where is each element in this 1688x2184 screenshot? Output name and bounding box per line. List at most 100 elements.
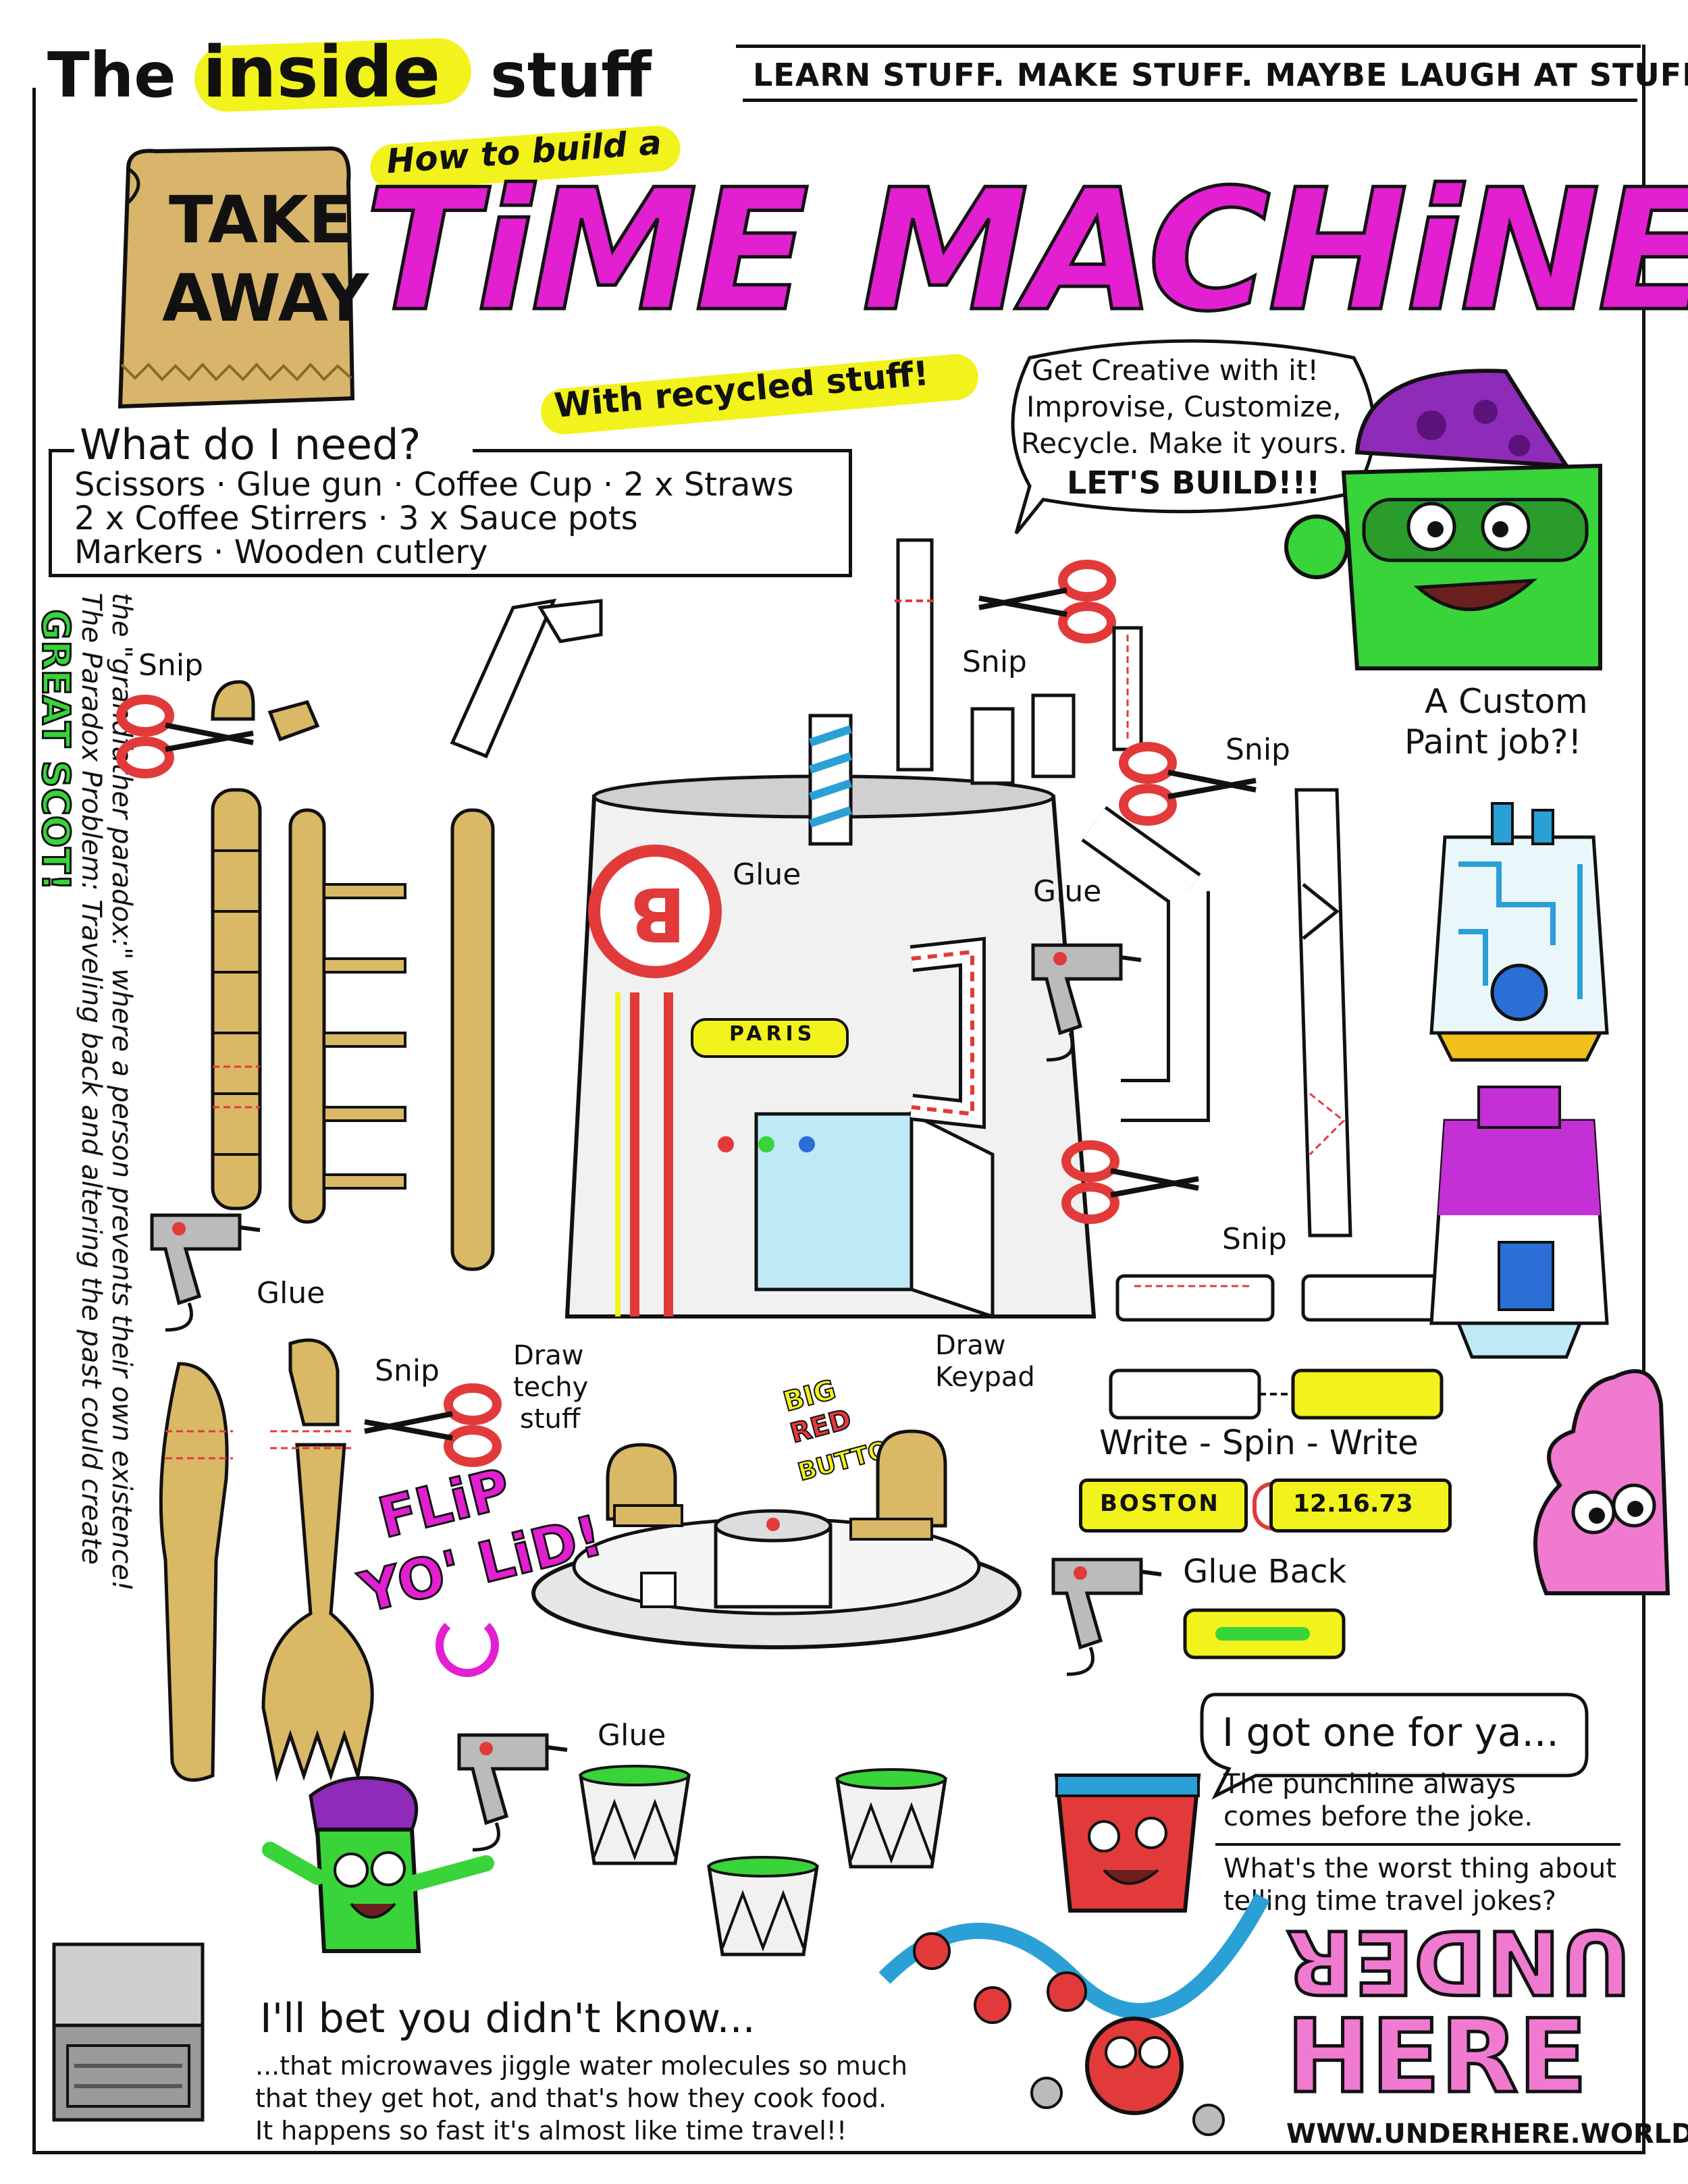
sauce-pot-1	[579, 1765, 691, 1865]
joke-speech-bubble	[1200, 1693, 1589, 1800]
series-title-suffix: stuff	[490, 39, 652, 111]
microwave-character	[52, 1942, 205, 2122]
cup-lid	[531, 1429, 1022, 1649]
intro-line-3: Recycle. Make it yours.	[1021, 427, 1348, 460]
boston-tag-text: BOSTON	[1100, 1490, 1220, 1517]
page-border-left	[32, 88, 36, 2154]
joke-divider	[1215, 1843, 1620, 1846]
fact-line-2: that they get hot, and that's how they c…	[255, 2083, 887, 2113]
date-tag-text: 12.16.73	[1293, 1490, 1413, 1518]
label-snip-2: Snip	[962, 645, 1027, 679]
custom-paint-line-2: Paint job?!	[1404, 722, 1582, 762]
page-top-rule	[736, 45, 1641, 48]
painted-machine-magenta	[1429, 1086, 1609, 1359]
label-draw-keypad-1: Draw	[935, 1330, 1006, 1361]
scissors-icon	[116, 695, 254, 778]
label-draw-techy-1: Draw	[513, 1340, 584, 1371]
intro-line-1: Get Creative with it!	[1032, 354, 1319, 387]
series-title-prefix: The	[47, 39, 176, 111]
needs-heading-bg	[74, 424, 473, 471]
sauce-pot-2	[835, 1768, 947, 1869]
fact-line-1: ...that microwaves jiggle water molecule…	[255, 2051, 908, 2081]
brand-url: WWW.UNDERHERE.WORLD	[1286, 2119, 1688, 2150]
ladder-piece	[288, 808, 406, 1224]
page-border-right	[1642, 45, 1645, 2154]
label-glue-2: Glue	[733, 857, 801, 892]
painted-machine-blue	[1429, 802, 1609, 1062]
joke-line-2: comes before the joke.	[1223, 1801, 1533, 1832]
intro-line-4: LET'S BUILD!!!	[1067, 464, 1321, 501]
straw-cut-top	[895, 538, 935, 772]
label-glue-1: Glue	[257, 1276, 325, 1310]
badge-line-1: TAKE	[169, 182, 353, 258]
boston-tag: BOSTON	[1079, 1479, 1248, 1533]
cut-straw-pair	[1115, 1274, 1460, 1322]
long-stirrer	[450, 808, 495, 1271]
glued-straw	[1183, 1608, 1346, 1659]
needs-line-3: Markers · Wooden cutlery	[74, 533, 488, 571]
custom-paint-line-1: A Custom	[1425, 682, 1588, 721]
straw-into-sleeve	[1109, 1368, 1444, 1420]
takeaway-bag: TAKE AWAY	[108, 142, 369, 412]
wizard-character	[1284, 369, 1602, 670]
wooden-knife	[159, 1362, 233, 1782]
label-snip-1: Snip	[138, 648, 203, 683]
label-draw-techy-2: techy	[513, 1372, 589, 1403]
bent-straw	[450, 598, 603, 759]
straw-sleeves	[970, 693, 1076, 785]
intro-line-2: Improvise, Customize,	[1026, 390, 1342, 423]
scissors-icon-5	[364, 1383, 502, 1467]
great-scot-exclaim: GREAT SCOT!	[32, 608, 78, 892]
fact-line-3: It happens so fast it's almost like time…	[255, 2116, 847, 2146]
tagline-underline	[743, 99, 1637, 102]
joke-line-1: The punchline always	[1223, 1769, 1516, 1800]
long-straw-right	[1294, 788, 1352, 1237]
date-tag: 12.16.73	[1269, 1479, 1452, 1533]
glue-gun-icon	[150, 1213, 261, 1332]
joke-bubble-text: I got one for ya...	[1222, 1709, 1559, 1755]
label-snip-3: Snip	[1225, 733, 1290, 767]
needs-line-1: Scissors · Glue gun · Coffee Cup · 2 x S…	[74, 466, 794, 504]
scissors-icon-3	[1119, 742, 1257, 826]
needs-heading: What do I need?	[80, 420, 421, 469]
scissors-icon-4	[1061, 1140, 1199, 1224]
handle-straw-bent	[1081, 805, 1210, 1122]
cup-logo-letter: B	[629, 871, 686, 957]
flip-arrow-icon	[436, 1614, 499, 1677]
joke-line-4: telling time travel jokes?	[1223, 1886, 1556, 1917]
label-glue-3: Glue	[1033, 874, 1102, 909]
badge-line-2: AWAY	[162, 261, 369, 336]
label-glue-4: Glue	[598, 1718, 666, 1753]
label-snip-4: Snip	[1222, 1222, 1287, 1256]
destination-sign: PARIS	[729, 1022, 816, 1046]
series-title-highlight: inside	[203, 31, 441, 113]
fact-heading: I'll bet you didn't know...	[260, 1995, 756, 2042]
green-character-pointing	[262, 1776, 494, 1953]
label-snip-5: Snip	[375, 1354, 440, 1388]
label-draw-keypad-2: Keypad	[935, 1362, 1035, 1393]
needs-line-2: 2 x Coffee Stirrers · 3 x Sauce pots	[74, 500, 638, 537]
main-title: TiME MACHiNE!	[363, 153, 1688, 350]
stirrer-sections	[211, 788, 262, 1210]
sauce-pot-3	[707, 1856, 819, 1956]
page-border-bottom	[32, 2151, 1645, 2154]
water-molecules-illustration	[878, 1893, 1270, 2136]
wooden-fork	[261, 1338, 374, 1782]
tagline: LEARN STUFF. MAKE STUFF. MAYBE LAUGH AT …	[753, 57, 1688, 93]
coffee-cup-body	[564, 774, 1097, 1319]
straw-short	[1112, 626, 1143, 751]
glue-gun-icon-3	[1051, 1557, 1162, 1676]
cup-handle-straw	[909, 936, 986, 1129]
stirrer-pieces	[211, 680, 320, 742]
paper-bag-icon	[117, 146, 355, 409]
pink-creature	[1533, 1369, 1670, 1595]
joke-line-3: What's the worst thing about	[1223, 1853, 1616, 1884]
write-spin-write-label: Write - Spin - Write	[1099, 1423, 1419, 1462]
brand-logo-bottom: HERE	[1285, 1997, 1589, 2118]
scissors-icon-2	[978, 560, 1116, 643]
spin-arrow	[1252, 1482, 1277, 1530]
glue-back-label: Glue Back	[1183, 1553, 1347, 1591]
red-cup-character	[1054, 1774, 1201, 1913]
glue-gun-icon-4	[457, 1733, 568, 1852]
